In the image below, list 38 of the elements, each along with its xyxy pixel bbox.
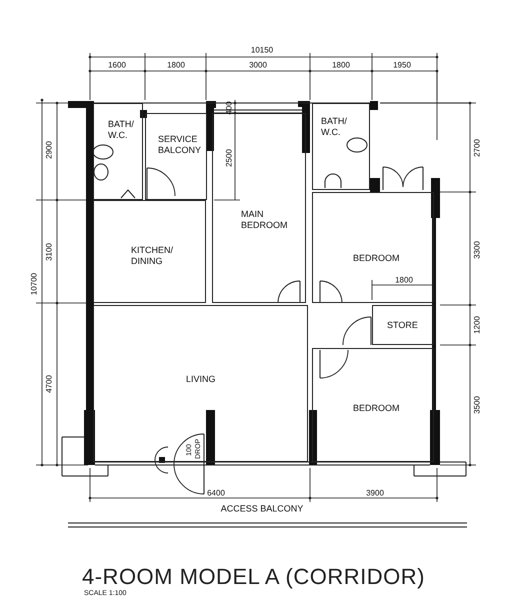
area-label: ACCESS BALCONY [220, 504, 304, 514]
dimension-label: 3000 [249, 60, 267, 70]
room-label: MAIN BEDROOM [241, 209, 289, 231]
dimension-label: 3300 [472, 241, 482, 259]
dimension-label: 10150 [250, 46, 274, 54]
room-label: SERVICE BALCONY [158, 134, 202, 156]
room-outline [312, 103, 370, 190]
dimension-label: 1800 [332, 60, 350, 70]
room-label: LIVING [186, 374, 217, 385]
room-label: BATH/ W.C. [108, 119, 135, 141]
room-outline [93, 200, 206, 303]
dimension-label: 6400 [207, 488, 225, 498]
dimension-label: 1950 [393, 60, 411, 70]
room-label: BATH/ W.C. [321, 116, 348, 138]
dimension-label: 3100 [44, 243, 54, 261]
room-outline [312, 348, 434, 462]
room-outline [212, 113, 306, 303]
dimension-label: 10700 [30, 272, 38, 296]
dimension-label: 3500 [472, 396, 482, 414]
dimension-label: 2900 [44, 141, 54, 159]
room-outline [93, 305, 308, 462]
dimension-label: 2700 [472, 139, 482, 157]
plan-title: 4-ROOM MODEL A (CORRIDOR) [82, 564, 425, 590]
room-outline [312, 192, 434, 303]
room-label: BEDROOM [353, 403, 401, 414]
dimension-label: 3900 [366, 488, 384, 498]
room-label: STORE [387, 320, 419, 331]
room-outline [93, 103, 143, 200]
room-outline [372, 305, 434, 345]
dimension-label: 1200 [472, 316, 482, 334]
room-label: BEDROOM [353, 253, 401, 264]
dimension-label: 1600 [108, 60, 126, 70]
room-outline [145, 113, 207, 200]
dimension-label: 4700 [44, 375, 54, 393]
room-label: KITCHEN/ DINING [131, 245, 174, 267]
dimension-label: 2500 [224, 149, 234, 167]
dimension-label: 1800 [167, 60, 185, 70]
dimension-label: 1800 [395, 276, 413, 284]
